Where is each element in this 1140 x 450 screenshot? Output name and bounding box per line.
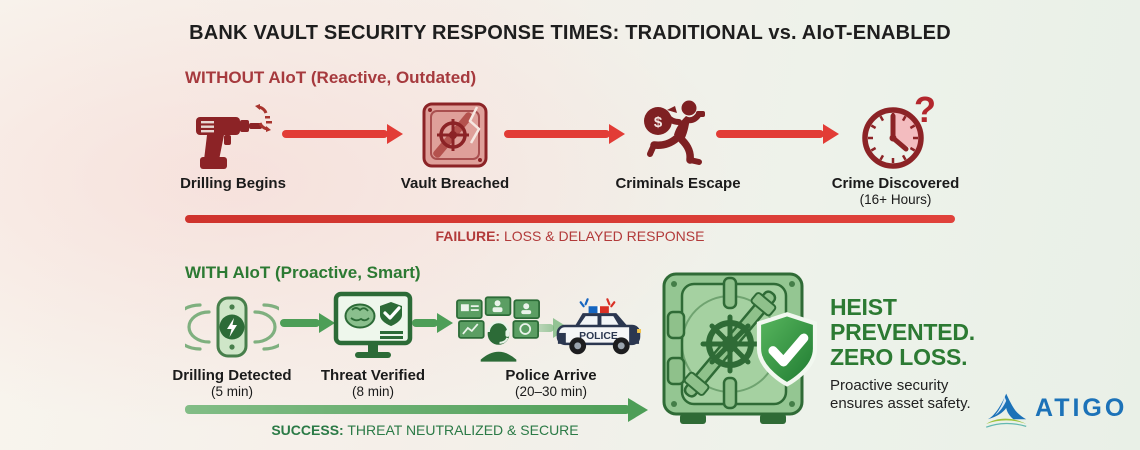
failure-caption-bold: FAILURE: — [435, 228, 501, 244]
step-drilling-begins: Drilling Begins — [163, 96, 303, 192]
success-caption-rest: THREAT NEUTRALIZED & SECURE — [343, 422, 579, 438]
result-heading-line: ZERO LOSS. — [830, 344, 968, 370]
page-title: BANK VAULT SECURITY RESPONSE TIMES: TRAD… — [189, 22, 951, 44]
step-sublabel: (8 min) — [351, 384, 394, 399]
result-subtext: Proactive security ensures asset safety. — [830, 377, 971, 413]
police-car-icon: POLICE — [556, 298, 642, 355]
result-heading: HEIST PREVENTED. ZERO LOSS. — [830, 295, 975, 370]
failure-caption: FAILURE: LOSS & DELAYED RESPONSE — [185, 228, 955, 244]
result-heading-line: HEIST — [830, 294, 897, 320]
without-aiot-heading: WITHOUT AIoT (Reactive, Outdated) — [185, 68, 477, 87]
step-sublabel: (16+ Hours) — [859, 192, 932, 207]
dollar-glyph: $ — [654, 114, 663, 131]
arrow-right-icon — [716, 130, 824, 138]
step-label: Threat Verified — [320, 367, 426, 384]
with-aiot-heading: WITH AIoT (Proactive, Smart) — [185, 263, 421, 282]
police-car-label: POLICE — [579, 331, 618, 342]
step-label: Criminals Escape — [615, 175, 741, 192]
step-sublabel: (20–30 min) — [514, 384, 588, 399]
running-criminal-icon: $ — [608, 96, 748, 170]
step-threat-verified: Threat Verified (8 min) — [302, 288, 444, 400]
result-heading-line: PREVENTED. — [830, 319, 975, 345]
step-drilling-detected: Drilling Detected (5 min) — [162, 288, 302, 400]
failure-bar — [185, 215, 955, 223]
shield-check-icon — [756, 312, 818, 387]
vault-breached-icon — [385, 96, 525, 170]
atigo-logo-mark-icon — [985, 393, 1027, 428]
secure-vault-icon — [662, 272, 804, 424]
success-arrow — [185, 405, 630, 414]
arrow-right-icon — [504, 130, 610, 138]
result-subtext-line: ensures asset safety. — [830, 395, 971, 412]
success-caption: SUCCESS: THREAT NEUTRALIZED & SECURE — [185, 422, 665, 438]
step-sublabel: (5 min) — [210, 384, 253, 399]
step-vault-breached: Vault Breached — [385, 96, 525, 192]
arrow-right-icon — [280, 319, 320, 327]
result-subtext-line: Proactive security — [830, 377, 949, 394]
step-label: Drilling Begins — [180, 175, 286, 192]
step-label: Crime Discovered — [831, 175, 960, 192]
step-police-arrive: POLICE Police Arrive (20–30 min) — [455, 288, 647, 400]
failure-caption-rest: LOSS & DELAYED RESPONSE — [500, 228, 705, 244]
atigo-logo-text: ATIGO — [1035, 393, 1128, 422]
arrow-right-icon — [412, 319, 438, 327]
vibration-sensor-icon — [162, 288, 302, 362]
step-label: Police Arrive — [505, 367, 597, 384]
step-crime-discovered: ? Crime Discovered (16+ Hours) — [823, 94, 968, 208]
police-arrive-icons: POLICE — [455, 288, 647, 362]
step-label: Drilling Detected — [172, 367, 292, 384]
success-caption-bold: SUCCESS: — [271, 422, 344, 438]
step-criminals-escape: $ Criminals Escape — [608, 96, 748, 192]
drill-icon — [163, 96, 303, 170]
arrow-right-icon — [282, 130, 388, 138]
ai-monitor-icon — [302, 288, 444, 362]
question-glyph: ? — [914, 94, 936, 130]
control-room-icon — [456, 296, 540, 362]
step-label: Vault Breached — [400, 175, 510, 192]
atigo-logo: ATIGO — [983, 385, 1127, 431]
clock-question-icon: ? — [823, 94, 968, 170]
